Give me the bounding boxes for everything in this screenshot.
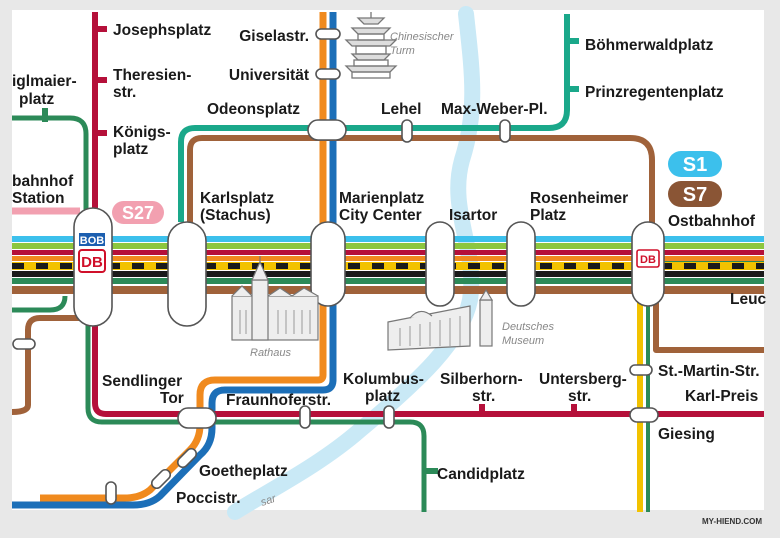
line-brown bbox=[187, 135, 655, 238]
label-marienplatz-2[interactable]: City Center bbox=[339, 207, 422, 224]
label-candidplatz[interactable]: Candidplatz bbox=[437, 466, 525, 483]
line-green-southwest bbox=[85, 320, 427, 512]
bob-logo: BOB bbox=[79, 233, 105, 247]
label-kolumbus-1[interactable]: Kolumbus- bbox=[343, 371, 424, 388]
station-lehel-marker[interactable] bbox=[401, 119, 413, 143]
label-lehel[interactable]: Lehel bbox=[381, 101, 421, 118]
deutsches-museum-icon bbox=[387, 288, 494, 351]
svg-text:BOB: BOB bbox=[80, 235, 105, 247]
station-rosenheimer-marker[interactable] bbox=[506, 221, 536, 307]
landmark-museum-label-1: Deutsches bbox=[502, 321, 554, 333]
label-boehmerwald[interactable]: Böhmerwaldplatz bbox=[585, 37, 714, 54]
line-brown-west bbox=[11, 315, 86, 415]
label-max-weber[interactable]: Max-Weber-Pl. bbox=[441, 101, 548, 118]
station-karlsplatz-marker[interactable] bbox=[167, 221, 207, 327]
label-stiglmaier-1[interactable]: iglmaier- bbox=[12, 73, 77, 90]
badge-s1: S1 bbox=[668, 151, 722, 177]
landmark-rathaus-label: Rathaus bbox=[250, 347, 291, 359]
station-goetheplatz-marker[interactable] bbox=[176, 447, 199, 470]
station-giselastr-marker[interactable] bbox=[315, 28, 341, 40]
station-west-marker[interactable] bbox=[12, 338, 36, 350]
label-untersberg-1[interactable]: Untersberg- bbox=[539, 371, 627, 388]
label-sendlinger-1[interactable]: Sendlinger bbox=[102, 373, 182, 390]
station-labels: Josephsplatz Theresien- str. Königs- pla… bbox=[12, 22, 767, 507]
label-theresienstr-2[interactable]: str. bbox=[113, 84, 136, 101]
chinese-tower-icon bbox=[344, 12, 398, 79]
label-untersberg-2[interactable]: str. bbox=[568, 388, 591, 405]
label-karl-preis[interactable]: Karl-Preis bbox=[685, 388, 758, 405]
db-logo-ostbahnhof: DB bbox=[636, 249, 660, 268]
label-giesing[interactable]: Giesing bbox=[658, 426, 715, 443]
svg-text:S27: S27 bbox=[122, 203, 154, 223]
label-poccistr[interactable]: Poccistr. bbox=[176, 490, 241, 507]
landmark-turm-label-1: Chinesischer bbox=[390, 31, 455, 43]
station-isartor-marker[interactable] bbox=[425, 221, 455, 307]
label-isartor[interactable]: Isartor bbox=[449, 207, 497, 224]
label-koenigsplatz-2[interactable]: platz bbox=[113, 141, 149, 158]
label-prinzregenten[interactable]: Prinzregentenplatz bbox=[585, 84, 724, 101]
station-ticks-green bbox=[42, 38, 579, 474]
label-stiglmaier-2[interactable]: platz bbox=[19, 91, 55, 108]
station-sendlinger-tor-marker[interactable] bbox=[177, 407, 217, 429]
river-isar bbox=[227, 6, 481, 520]
label-odeonsplatz[interactable]: Odeonsplatz bbox=[207, 101, 300, 118]
station-odeonsplatz-marker[interactable] bbox=[307, 119, 347, 141]
label-hbf-2[interactable]: Station bbox=[12, 190, 65, 207]
line-green-west2 bbox=[12, 295, 68, 313]
station-universitaet-marker[interactable] bbox=[315, 68, 341, 80]
station-st-martin-marker[interactable] bbox=[629, 364, 653, 376]
badge-s27: S27 bbox=[112, 201, 164, 224]
label-fraunhofer[interactable]: Fraunhoferstr. bbox=[226, 392, 331, 409]
rathaus-icon bbox=[231, 256, 319, 341]
label-karlsplatz-2[interactable]: (Stachus) bbox=[200, 207, 271, 224]
station-poccistr-marker[interactable] bbox=[150, 468, 173, 491]
label-giselastr[interactable]: Giselastr. bbox=[239, 28, 309, 45]
db-logo-hauptbahnhof: DB bbox=[78, 249, 106, 273]
svg-text:DB: DB bbox=[640, 254, 656, 266]
label-josephsplatz[interactable]: Josephsplatz bbox=[113, 22, 211, 39]
station-max-weber-marker[interactable] bbox=[499, 119, 511, 143]
label-silberhorn-2[interactable]: str. bbox=[472, 388, 495, 405]
label-leuchtenberg[interactable]: Leuc bbox=[730, 291, 767, 308]
station-fraunhofer-marker[interactable] bbox=[299, 405, 311, 429]
label-ostbahnhof[interactable]: Ostbahnhof bbox=[668, 213, 756, 230]
label-hbf-1[interactable]: bahnhof bbox=[12, 173, 74, 190]
label-silberhorn-1[interactable]: Silberhorn- bbox=[440, 371, 523, 388]
station-marienplatz-marker[interactable] bbox=[310, 221, 346, 307]
svg-text:S1: S1 bbox=[683, 154, 707, 176]
landmark-museum-label-2: Museum bbox=[502, 335, 544, 347]
station-southwest-marker[interactable] bbox=[105, 481, 117, 505]
station-ticks bbox=[95, 26, 577, 416]
label-rosenheimer-1[interactable]: Rosenheimer bbox=[530, 190, 628, 207]
line-red bbox=[92, 12, 764, 417]
label-sendlinger-2[interactable]: Tor bbox=[160, 390, 184, 407]
station-giesing-marker[interactable] bbox=[629, 407, 659, 423]
svg-text:DB: DB bbox=[81, 254, 103, 271]
station-kolumbus-marker[interactable] bbox=[383, 405, 395, 429]
badge-s7: S7 bbox=[668, 181, 722, 207]
river-label: sar bbox=[259, 492, 279, 509]
label-universitaet[interactable]: Universität bbox=[229, 67, 309, 84]
watermark: MY-HIEND.COM bbox=[702, 517, 762, 526]
line-brown-south bbox=[653, 300, 764, 353]
label-rosenheimer-2[interactable]: Platz bbox=[530, 207, 566, 224]
line-teal-north bbox=[178, 14, 570, 222]
label-theresienstr-1[interactable]: Theresien- bbox=[113, 67, 191, 84]
label-st-martin[interactable]: St.-Martin-Str. bbox=[658, 363, 760, 380]
landmark-turm-label-2: Turm bbox=[390, 45, 415, 57]
label-koenigsplatz-1[interactable]: Königs- bbox=[113, 124, 171, 141]
label-marienplatz-1[interactable]: Marienplatz bbox=[339, 190, 425, 207]
label-kolumbus-2[interactable]: platz bbox=[365, 388, 401, 405]
label-karlsplatz-1[interactable]: Karlsplatz bbox=[200, 190, 274, 207]
line-green-west bbox=[12, 115, 89, 220]
label-goetheplatz[interactable]: Goetheplatz bbox=[199, 463, 288, 480]
svg-text:S7: S7 bbox=[683, 184, 707, 206]
